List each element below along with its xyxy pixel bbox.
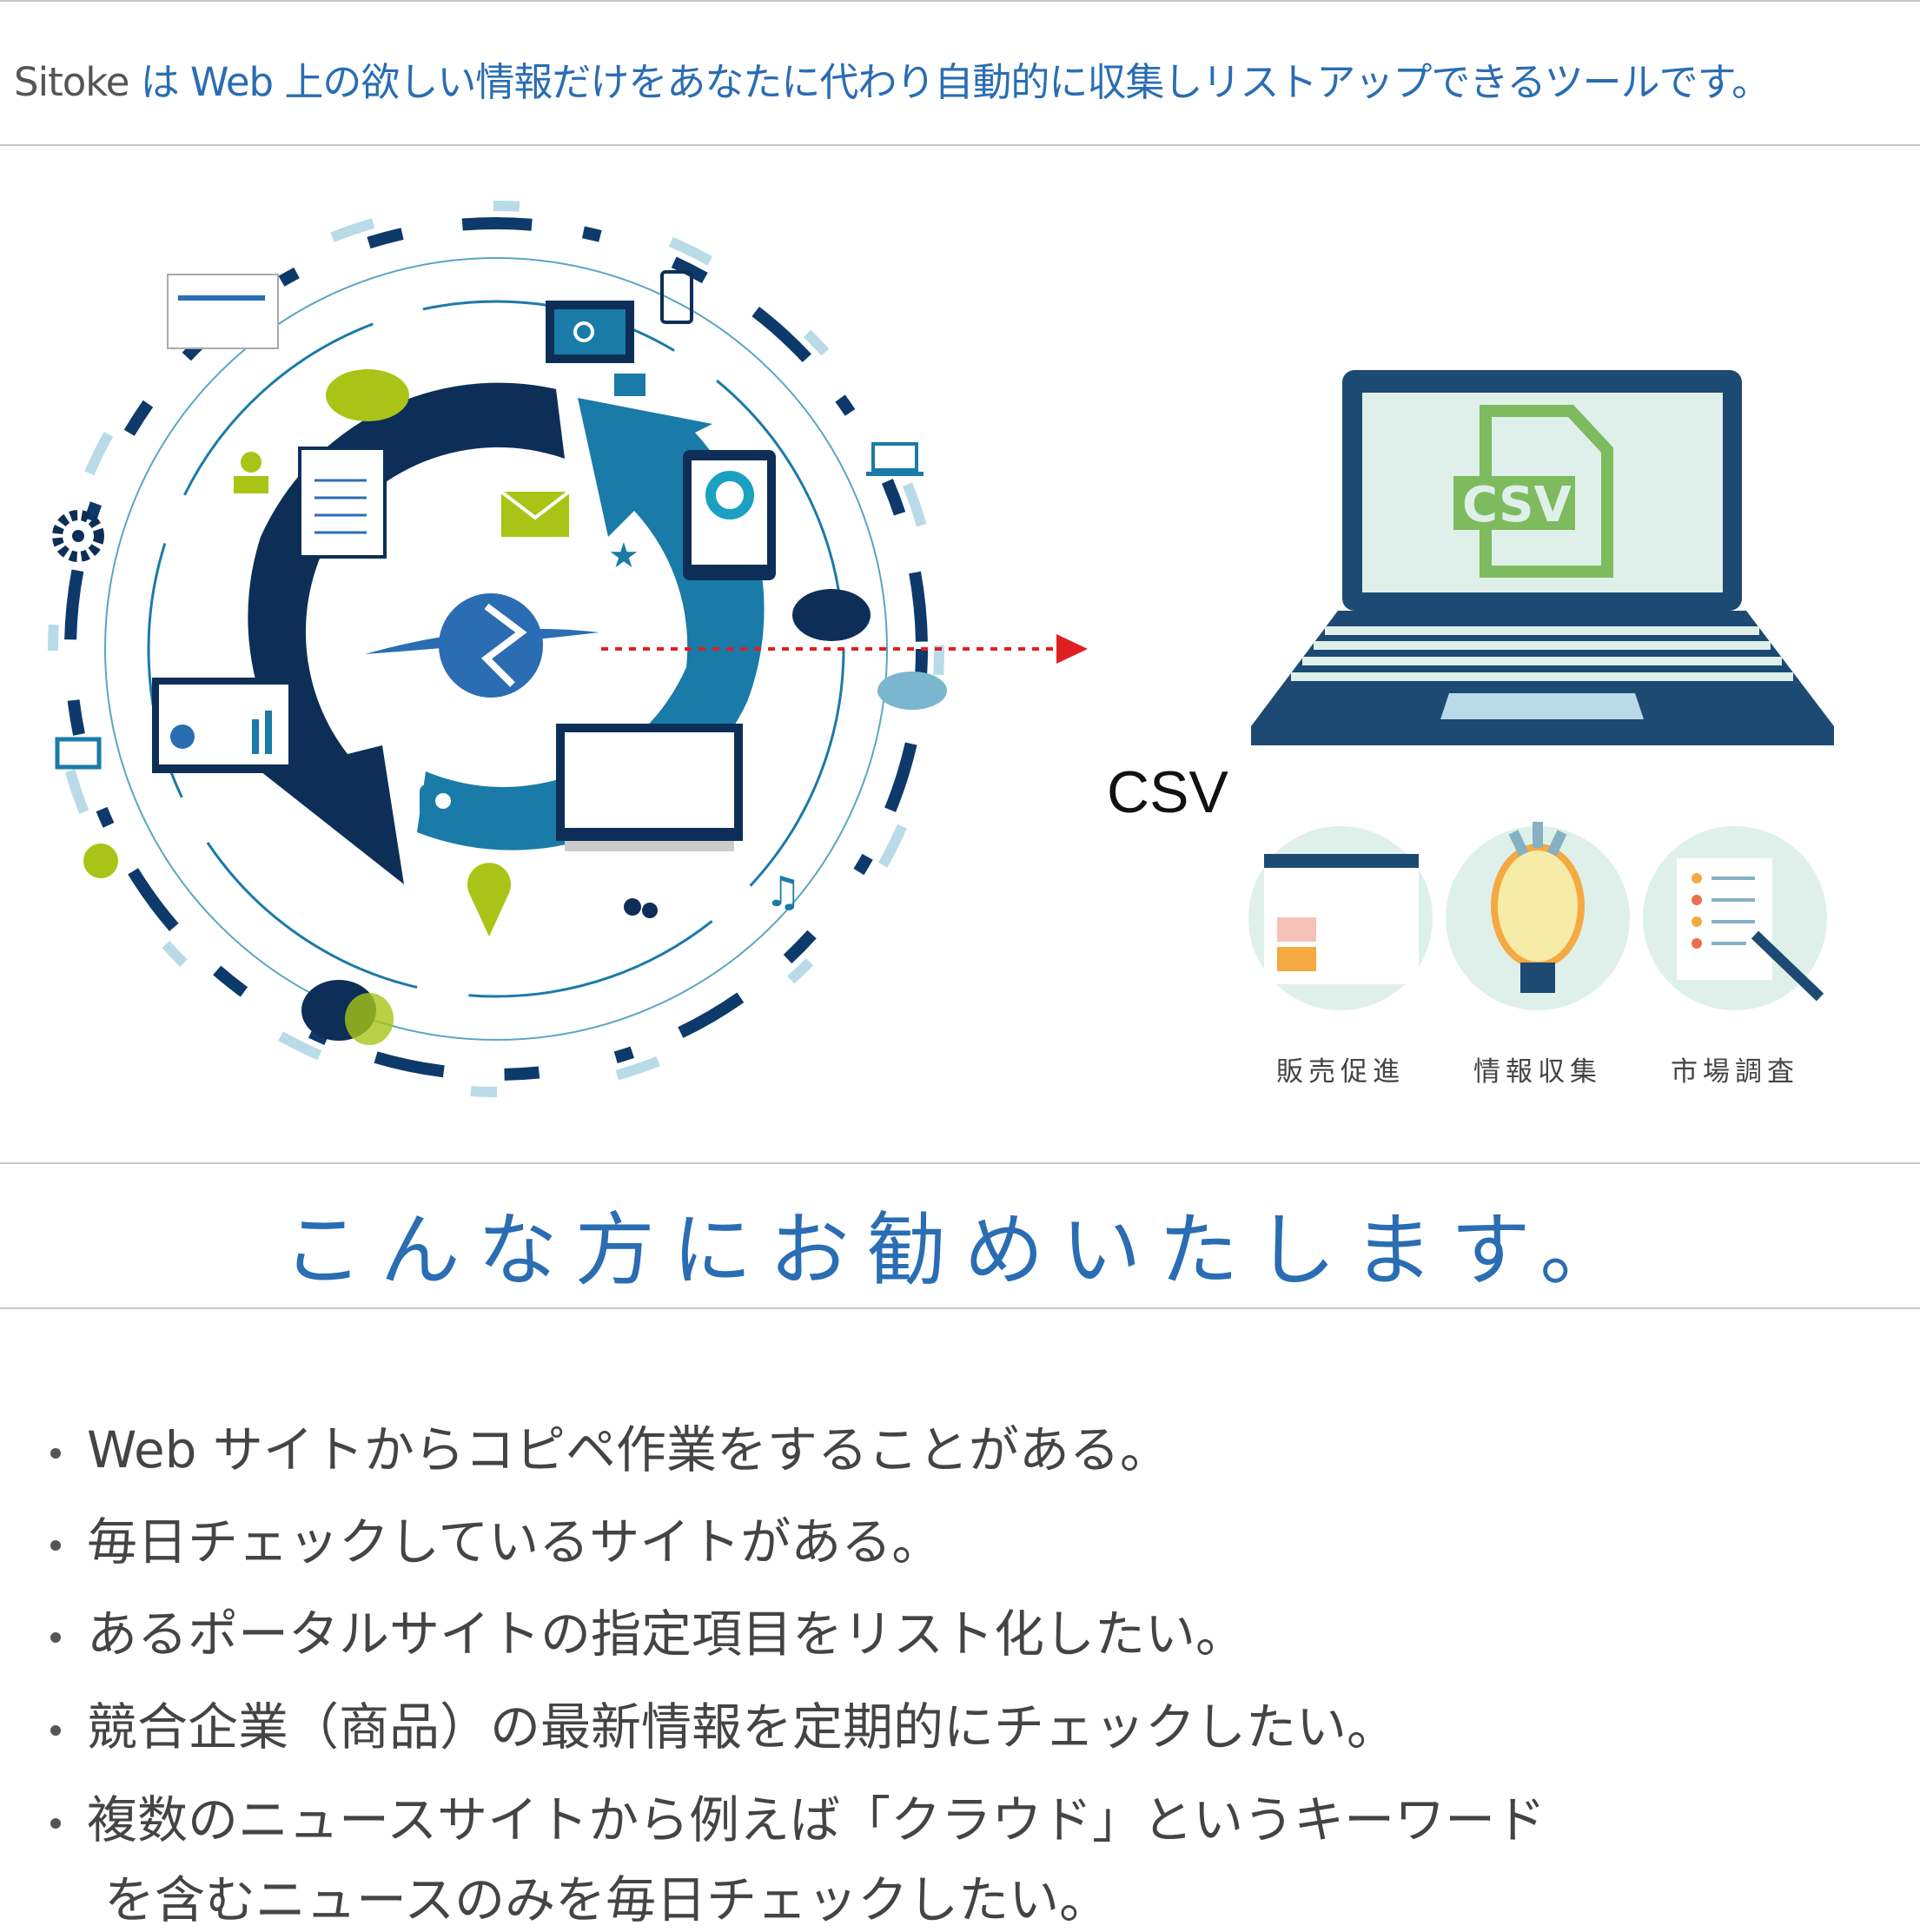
recommend-item-text: 競合企業（商品）の最新情報を定期的にチェックしたい。 <box>87 1697 1398 1757</box>
recommend-title: こんな方にお勧めいたします。 <box>282 1204 1638 1297</box>
chat-bubble-icon <box>301 980 394 1045</box>
people-icon <box>624 898 658 918</box>
bullet-icon <box>50 1447 61 1459</box>
center-logo-icon <box>365 593 599 698</box>
recommend-item: あるポータルサイトの指定項目をリスト化したい。 <box>50 1593 1246 1666</box>
cart-cloud-icon <box>326 369 409 421</box>
recommend-item: 毎日チェックしているサイトがある。 <box>50 1501 942 1574</box>
bullet-icon <box>50 1817 61 1829</box>
intro-text: Sitoke は Web 上の欲しい情報だけをあなたに代わり自動的に収集しリスト… <box>14 50 1771 107</box>
csv-output-label: CSV <box>1107 759 1228 825</box>
recommend-divider <box>0 1307 1920 1309</box>
use-label-sales-promotion: 販売促進 <box>1276 1056 1405 1088</box>
svg-text:♫: ♫ <box>765 868 802 916</box>
brand-name: Sitoke <box>14 59 129 105</box>
checklist-pen-icon <box>1643 826 1827 1010</box>
data-collection-diagram: ♫ ★ CSV <box>48 201 1834 1097</box>
recommend-item: 複数のニュースサイトから例えば「クラウド」というキーワード <box>50 1779 1546 1852</box>
recommend-item-text: 毎日チェックしているサイトがある。 <box>87 1512 943 1571</box>
settings-monitor-icon <box>546 301 634 363</box>
section-divider <box>0 1162 1920 1164</box>
recommend-item-text: Web サイトからコピペ作業をすることがある。 <box>87 1420 1170 1479</box>
lock-cloud-icon <box>877 672 947 710</box>
lightbulb-icon <box>1446 822 1630 1010</box>
browser-window-icon <box>1248 826 1433 1010</box>
laptop-small-icon <box>866 442 924 476</box>
tablet-chart-icon <box>683 450 776 580</box>
music-icon: ♫ <box>765 868 802 916</box>
intro-description: は Web 上の欲しい情報だけをあなたに代わり自動的に収集しリストアップできるツ… <box>129 59 1771 105</box>
top-divider <box>0 0 1920 2</box>
envelope-small-icon <box>614 374 646 396</box>
recommend-item-continuation: を含むニュースのみを毎日チェックしたい。 <box>104 1870 1110 1929</box>
recommend-item: Web サイトからコピペ作業をすることがある。 <box>50 1409 1170 1482</box>
hero-illustration: ♫ ★ CSV <box>0 146 1920 1162</box>
camera-icon <box>420 784 467 817</box>
browser-window-icon <box>167 274 279 349</box>
recommend-item: 競合企業（商品）の最新情報を定期的にチェックしたい。 <box>50 1686 1397 1759</box>
map-pin-icon <box>467 863 511 936</box>
use-label-information-gathering: 情報収集 <box>1473 1056 1602 1088</box>
recommend-item-text: あるポータルサイトの指定項目をリスト化したい。 <box>87 1604 1247 1664</box>
clipboard-icon <box>298 447 387 559</box>
bullet-icon <box>50 1539 61 1551</box>
use-label-market-research: 市場調査 <box>1671 1056 1799 1088</box>
monitor-analytics-icon <box>556 724 743 851</box>
user-icon <box>234 452 268 493</box>
export-arrow-head <box>1056 634 1088 664</box>
bullet-icon <box>50 1631 61 1643</box>
desktop-icon <box>55 737 102 770</box>
laptop-dashboard-icon <box>152 678 295 773</box>
svg-text:★: ★ <box>608 536 639 576</box>
cloud-icon <box>792 589 871 641</box>
mail-icon <box>500 490 571 537</box>
globe-icon <box>83 844 118 878</box>
phone-icon <box>660 270 693 324</box>
recommend-item-text: 複数のニュースサイトから例えば「クラウド」というキーワード <box>87 1790 1546 1849</box>
intro-divider <box>0 144 1920 146</box>
csv-file-icon-label: CSV <box>1462 477 1572 533</box>
star-icon: ★ <box>608 536 639 576</box>
gear-icon <box>52 510 104 562</box>
bullet-icon <box>50 1724 61 1736</box>
laptop-csv-illustration: CSV <box>1251 370 1834 745</box>
